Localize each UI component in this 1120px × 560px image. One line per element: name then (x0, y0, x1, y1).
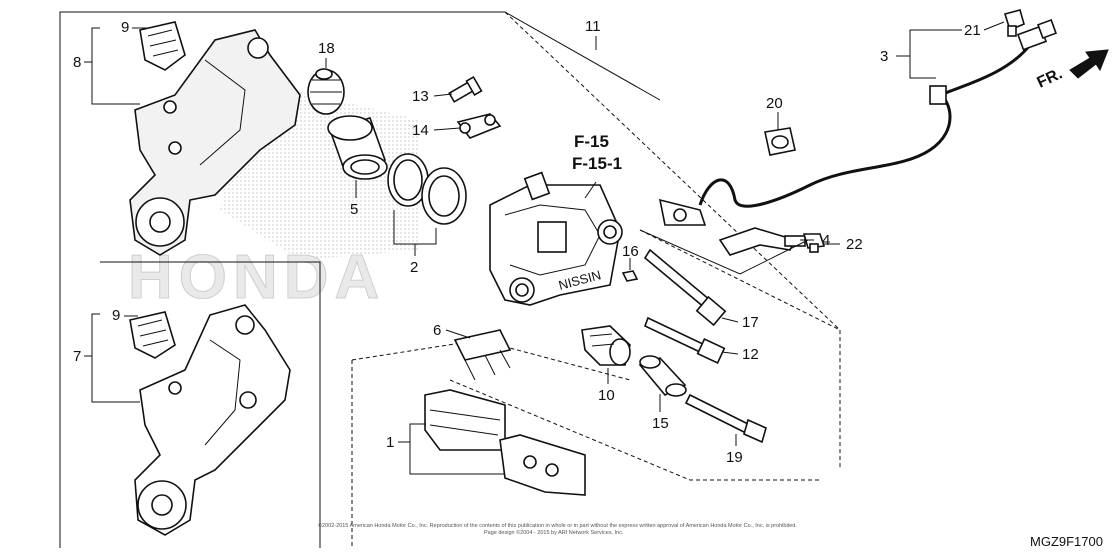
pin-bolt-17 (643, 248, 727, 327)
caliper-bracket-upper (129, 29, 301, 256)
pad-spring-upper (139, 21, 186, 71)
callout-16: 16 (622, 243, 639, 260)
sensor-bolt (802, 233, 826, 253)
callout-11: 11 (585, 18, 601, 35)
frame-lines (59, 11, 841, 548)
callout-14: 14 (412, 122, 429, 139)
callout-3: 3 (880, 48, 888, 65)
callout-1: 1 (386, 434, 394, 451)
callout-22: 22 (846, 236, 863, 253)
callout-8: 8 (73, 54, 81, 71)
bleeder-bracket (456, 113, 502, 139)
leader-lines (84, 21, 1005, 475)
pad-spring (453, 329, 512, 381)
front-direction-marker: FR. (1035, 49, 1109, 92)
diagram-code: MGZ9F1700 (1030, 534, 1103, 549)
callout-5: 5 (350, 201, 358, 218)
bleeder-screw (448, 75, 483, 103)
caliper-bolt (684, 393, 767, 444)
pin-boot (581, 325, 631, 366)
piston (327, 115, 388, 180)
callout-21: 21 (964, 22, 981, 39)
callout-12: 12 (742, 346, 759, 363)
sensor-clip (1003, 9, 1025, 37)
copyright-line-1: ©2002-2015 American Honda Motor Co., Inc… (318, 522, 797, 529)
callout-9-lower: 9 (112, 307, 120, 324)
boot (307, 68, 345, 115)
callout-19: 19 (726, 449, 743, 466)
watermark-text: HONDA (128, 243, 385, 312)
piston-seal-set (387, 153, 467, 225)
callout-13: 13 (412, 88, 429, 105)
callout-6: 6 (433, 322, 441, 339)
front-marker-text: FR. (1035, 65, 1066, 91)
sensor-bracket (718, 227, 806, 256)
pad-spring-lower (129, 311, 176, 359)
brake-pad-set (424, 389, 586, 496)
callout-7: 7 (73, 348, 81, 365)
callout-18: 18 (318, 40, 335, 57)
callout-labels: 9 8 18 5 2 13 14 11 F-15 F-15-1 20 3 21 … (73, 18, 981, 466)
ref-f15: F-15 (574, 132, 609, 151)
callout-10: 10 (598, 387, 615, 404)
callout-17: 17 (742, 314, 759, 331)
ref-f15-1: F-15-1 (572, 154, 622, 173)
callout-9-upper: 9 (121, 19, 129, 36)
wheel-speed-sensor (658, 19, 1057, 226)
wire-clamp (764, 127, 796, 156)
small-washer (621, 270, 639, 282)
caliper-body: NISSIN (489, 171, 623, 306)
copyright-line-2: Page design ©2004 - 2015 by ARI Network … (484, 529, 624, 536)
pin-sleeve (638, 355, 687, 397)
callout-15: 15 (652, 415, 669, 432)
callout-2: 2 (410, 259, 418, 276)
pin-bolt-12 (643, 316, 726, 364)
caliper-bracket-lower (134, 304, 291, 536)
callout-4: 4 (822, 232, 830, 249)
callout-20: 20 (766, 95, 783, 112)
